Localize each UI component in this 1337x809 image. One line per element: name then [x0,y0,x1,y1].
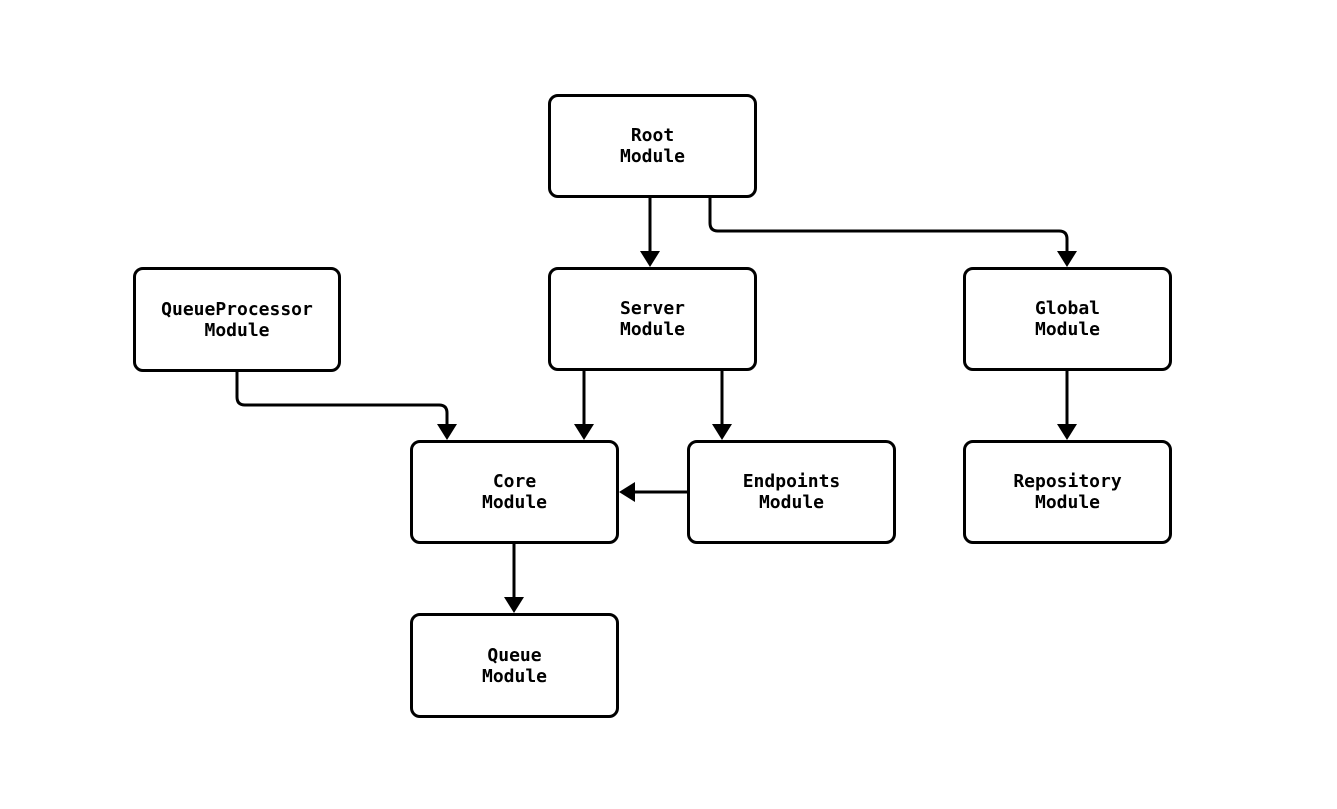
arrowhead-icon [712,424,732,440]
node-label: Core Module [481,471,548,513]
arrowhead-icon [619,482,635,502]
node-core-module: Core Module [410,440,619,544]
node-label: Endpoints Module [742,471,841,513]
arrowhead-icon [1057,251,1077,267]
edge-queueprocessor-to-core [235,372,449,424]
node-label: Repository Module [1013,471,1122,513]
arrowhead-icon [504,597,524,613]
arrowhead-icon [1057,424,1077,440]
node-label: Root Module [619,125,686,167]
node-root-module: Root Module [548,94,757,198]
arrowhead-icon [574,424,594,440]
node-queue-module: Queue Module [410,613,619,718]
node-label: Global Module [1034,298,1101,340]
node-repository-module: Repository Module [963,440,1172,544]
node-global-module: Global Module [963,267,1172,371]
edge-root-to-global [708,198,1069,251]
arrowhead-icon [640,251,660,267]
node-server-module: Server Module [548,267,757,371]
node-label: Server Module [619,298,686,340]
node-endpoints-module: Endpoints Module [687,440,896,544]
node-label: Queue Module [481,644,548,687]
node-label: QueueProcessor Module [161,298,313,341]
arrowhead-icon [437,424,457,440]
node-queueprocessor-module: QueueProcessor Module [133,267,341,372]
